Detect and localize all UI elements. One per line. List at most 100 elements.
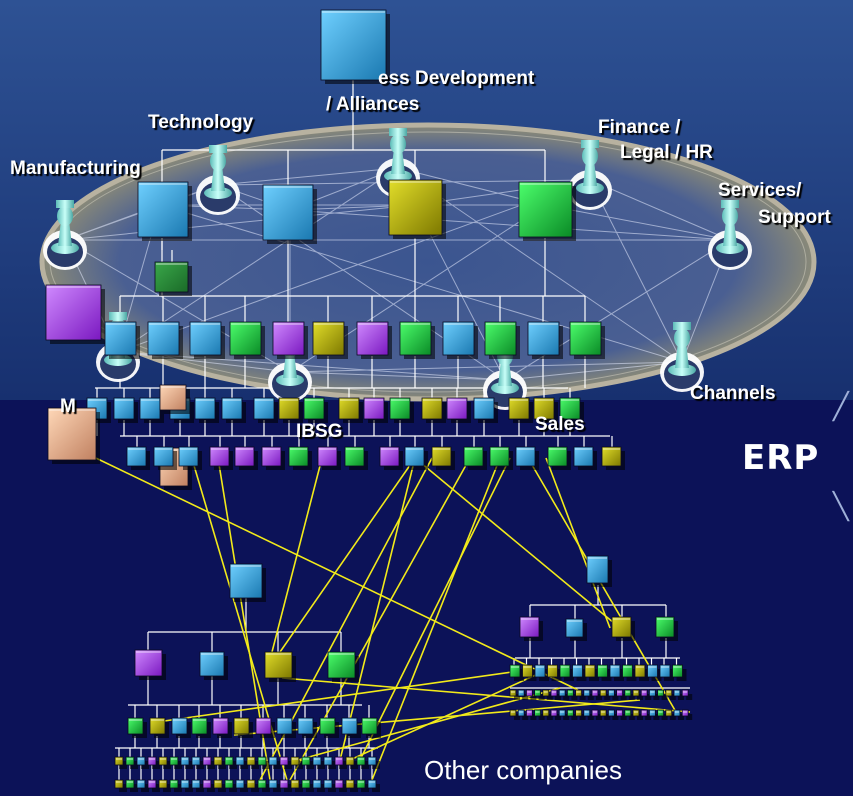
org-box: [221, 397, 246, 423]
org-box: [527, 321, 563, 359]
org-box: [104, 321, 140, 359]
org-box: [379, 446, 403, 470]
erp-label: ERP: [742, 438, 820, 478]
support-label: Support: [758, 207, 831, 228]
inter-company-link: [371, 457, 501, 781]
org-box: [344, 446, 368, 470]
manufacturing-box: [137, 181, 192, 241]
company-unit-box: [597, 664, 612, 681]
company-team-box: [257, 756, 270, 769]
marketing-partial-label: M: [60, 396, 76, 417]
network-line: [289, 361, 683, 373]
company-team-box: [323, 779, 336, 792]
company-team-box: [257, 779, 270, 792]
legal-hr-label: Legal / HR: [620, 142, 713, 163]
company-team-box: [665, 709, 676, 720]
org-box: [272, 321, 308, 359]
company-team-box: [624, 709, 635, 720]
network-line: [289, 209, 731, 241]
company-team-box: [591, 689, 602, 700]
org-box: [194, 397, 219, 423]
company-unit-box: [149, 717, 169, 738]
sub-box: [154, 261, 192, 296]
org-box: [421, 397, 446, 423]
org-box: [317, 446, 341, 470]
company-team-box: [583, 709, 594, 720]
finance-label: Finance /: [598, 117, 681, 138]
org-box: [278, 397, 303, 423]
org-box: [446, 397, 471, 423]
org-box: [356, 321, 392, 359]
org-box: [363, 397, 388, 423]
company-team-box: [312, 779, 325, 792]
inter-company-link: [545, 457, 611, 629]
marketing-box: [45, 284, 105, 344]
company-team-box: [279, 779, 292, 792]
company-team-box: [356, 779, 369, 792]
company-team-box: [681, 709, 693, 720]
company-team-box: [290, 779, 303, 792]
company-team-box: [657, 689, 668, 700]
chess-piece-icon: [708, 200, 752, 270]
company-team-box: [169, 756, 182, 769]
services-label: Services/: [718, 180, 802, 201]
company-team-box: [301, 779, 314, 792]
company-team-box: [526, 689, 537, 700]
chess-piece-icon: [660, 322, 704, 392]
org-box: [533, 397, 558, 423]
company-team-box: [640, 709, 652, 720]
company-division-box: [134, 649, 166, 680]
company-team-box: [125, 756, 138, 769]
company-team-box: [213, 779, 226, 792]
company-team-box: [235, 779, 248, 792]
inter-company-link: [279, 457, 416, 653]
org-box: [288, 446, 312, 470]
company-team-box: [542, 689, 553, 700]
manufacturing-label: Manufacturing: [10, 158, 141, 179]
company-team-box: [158, 756, 171, 769]
inter-company-link: [359, 457, 511, 761]
sales-label: Sales: [535, 414, 585, 435]
org-box: [404, 446, 428, 470]
company-team-box: [290, 756, 303, 769]
company-team-box: [367, 756, 380, 769]
company-division-box: [327, 651, 359, 682]
company-team-box: [356, 756, 369, 769]
company-team-box: [608, 689, 619, 700]
org-box: [489, 446, 513, 470]
company-unit-box: [572, 664, 587, 681]
company-team-box: [136, 779, 149, 792]
company-unit-box: [233, 717, 253, 738]
company-team-box: [147, 779, 160, 792]
company-team-box: [673, 689, 684, 700]
org-box: [389, 397, 414, 423]
technology-label: Technology: [148, 112, 254, 133]
company-team-box: [665, 689, 676, 700]
org-box: [209, 446, 233, 470]
company-team-box: [624, 689, 635, 700]
company-unit-box: [191, 717, 211, 738]
company-team-box: [268, 779, 281, 792]
org-box: [234, 446, 258, 470]
company-team-box: [575, 709, 586, 720]
inter-company-link: [74, 447, 579, 691]
company-root-box: [229, 563, 266, 602]
org-box: [601, 446, 625, 470]
company-team-box: [616, 689, 627, 700]
company-team-box: [312, 756, 325, 769]
ibsg-label: IBSG: [296, 421, 343, 442]
org-box: [508, 397, 533, 423]
company-team-box: [608, 709, 619, 720]
inter-company-link: [271, 457, 323, 653]
org-box: [547, 446, 571, 470]
company-team-box: [509, 689, 520, 700]
company-team-box: [517, 709, 529, 720]
company-team-box: [583, 689, 594, 700]
org-box: [253, 397, 278, 423]
company-team-box: [632, 709, 643, 720]
org-box: [153, 446, 177, 470]
company-team-box: [517, 689, 529, 700]
chess-piece-icon: [43, 200, 87, 270]
company-unit-box: [634, 664, 649, 681]
company-team-box: [279, 756, 292, 769]
